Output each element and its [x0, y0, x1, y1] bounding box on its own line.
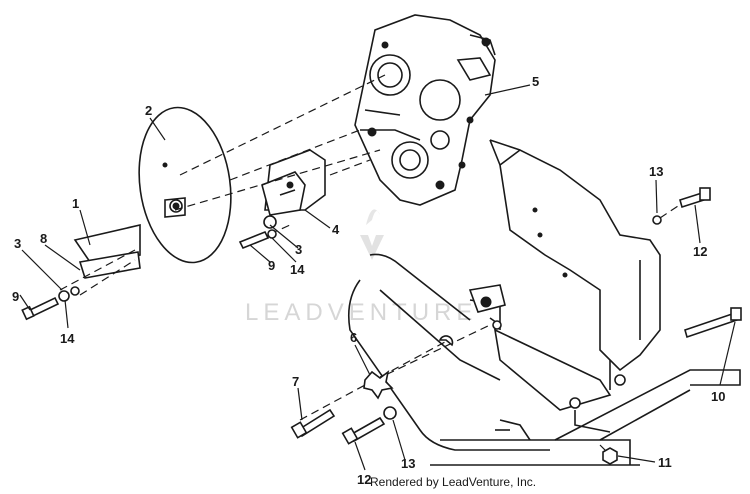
bolt-10 — [684, 311, 738, 339]
callout-11: 11 — [658, 455, 672, 470]
callout-labels: 2 1 3 8 9 14 4 3 14 9 5 6 7 13 12 10 13 … — [12, 74, 725, 487]
callout-13-top: 13 — [649, 164, 663, 179]
callout-14-left: 14 — [60, 331, 75, 346]
callout-14-middle: 14 — [290, 262, 305, 277]
washer-14-left — [58, 290, 70, 302]
callout-8: 8 — [40, 231, 47, 246]
washer-14-middle — [267, 229, 277, 239]
callout-12-lower: 12 — [357, 472, 371, 487]
callout-9-middle: 9 — [268, 258, 275, 273]
credit-text: Rendered by LeadVenture, Inc. — [370, 475, 537, 489]
watermark: LEADVENTURE — [245, 209, 477, 326]
callout-7: 7 — [292, 374, 299, 389]
bolt-9-left — [28, 296, 60, 318]
star-nut-6 — [363, 370, 394, 400]
callout-4: 4 — [332, 222, 340, 237]
callout-10: 10 — [711, 389, 725, 404]
bolt-9-middle — [238, 230, 270, 250]
callout-2: 2 — [145, 103, 152, 118]
nut-11 — [602, 447, 618, 465]
callout-3-left: 3 — [14, 236, 21, 251]
callout-3-middle: 3 — [295, 242, 302, 257]
callout-1: 1 — [72, 196, 79, 211]
washer-13-top — [652, 215, 662, 225]
callout-13-lower: 13 — [401, 456, 415, 471]
callout-12-top: 12 — [693, 244, 707, 259]
gearcase-housing — [354, 14, 496, 206]
mount-bracket — [261, 149, 326, 216]
washer-3-middle — [263, 215, 277, 229]
wedge-plate — [73, 223, 141, 279]
frame-assembly — [347, 253, 741, 466]
callout-9-left: 9 — [12, 289, 19, 304]
washer-3-left — [70, 286, 80, 296]
callout-leaders — [19, 84, 736, 471]
watermark-text: LEADVENTURE — [245, 299, 477, 326]
washer-13-lower — [383, 406, 397, 420]
guard-plate — [489, 139, 661, 390]
drive-disc — [138, 106, 232, 264]
fasteners — [21, 187, 742, 465]
callout-6: 6 — [350, 330, 357, 345]
callout-5: 5 — [532, 74, 539, 89]
